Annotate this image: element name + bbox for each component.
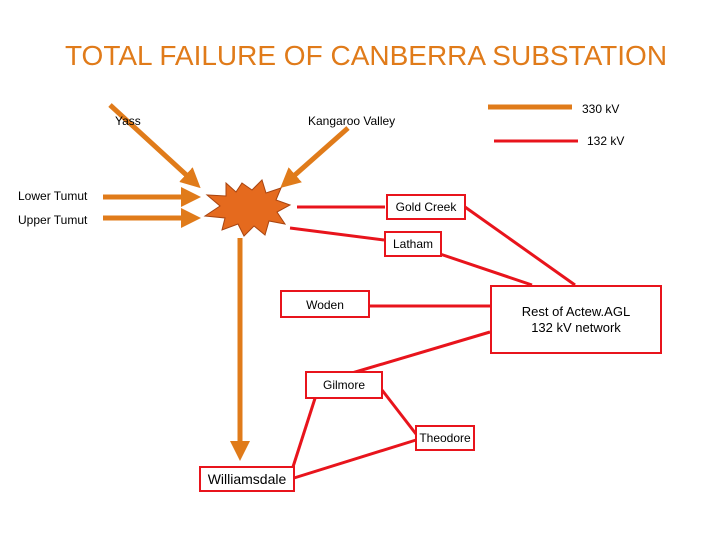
explosion-icon: [203, 179, 292, 237]
node-theodore: Theodore: [415, 425, 475, 451]
line-latham-rest: [439, 252, 533, 287]
line-yass: [108, 103, 201, 189]
node-gilmore: Gilmore: [305, 371, 383, 399]
line-rest-gilmore: [351, 330, 491, 375]
node-woden: Woden: [280, 290, 370, 318]
node-gold-creek: Gold Creek: [386, 194, 466, 220]
line-goldcreek-rest: [464, 205, 576, 287]
node-williamsdale: Williamsdale: [199, 466, 295, 492]
label-yass: Yass: [115, 114, 141, 128]
label-lower-tumut: Lower Tumut: [18, 189, 88, 203]
line-latham: [289, 226, 385, 242]
node-latham: Latham: [384, 231, 442, 257]
line-theodore-williamsdale: [293, 438, 417, 480]
line-gilmore-theodore: [380, 389, 418, 435]
label-upper-tumut: Upper Tumut: [18, 213, 88, 227]
page-title: TOTAL FAILURE OF CANBERRA SUBSTATION: [64, 40, 668, 71]
node-rest-of-network: Rest of Actew.AGL 132 kV network: [490, 285, 662, 354]
legend-330kv-label: 330 kV: [582, 102, 620, 116]
legend-132kv-label: 132 kV: [587, 134, 625, 148]
label-kangaroo-valley: Kangaroo Valley: [308, 114, 396, 128]
line-gilmore-williamsdale: [290, 388, 320, 471]
line-kangaroo-valley: [280, 126, 350, 188]
